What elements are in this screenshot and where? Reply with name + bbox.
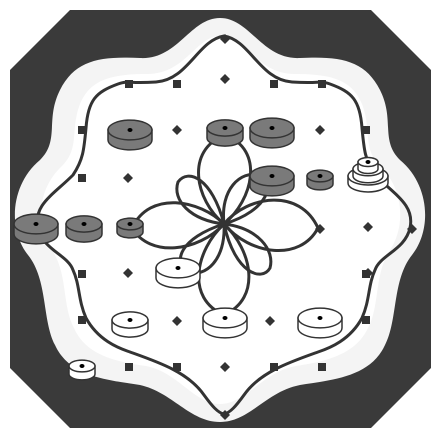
white-piece-small[interactable] xyxy=(69,360,95,380)
piece-center-dot xyxy=(318,316,323,320)
gray-piece-large[interactable] xyxy=(250,118,294,148)
white-piece-large[interactable] xyxy=(156,258,200,288)
piece-center-dot xyxy=(80,364,85,368)
piece-center-dot xyxy=(318,174,323,178)
piece-center-dot xyxy=(128,222,133,226)
gray-piece-small[interactable] xyxy=(117,218,143,238)
gray-piece-large[interactable] xyxy=(14,214,58,244)
piece-center-dot xyxy=(366,160,371,164)
piece-center-dot xyxy=(176,266,181,270)
white-piece-large[interactable] xyxy=(203,308,247,338)
gray-piece-large[interactable] xyxy=(250,166,294,196)
gray-piece-small[interactable] xyxy=(307,170,333,190)
piece-center-dot xyxy=(34,222,39,226)
piece-center-dot xyxy=(270,126,275,130)
piece-center-dot xyxy=(128,128,133,132)
piece-center-dot xyxy=(128,318,133,322)
gray-piece-large[interactable] xyxy=(108,120,152,150)
piece-center-dot xyxy=(82,222,87,226)
piece-center-dot xyxy=(223,126,228,130)
gray-piece-large[interactable] xyxy=(207,120,243,146)
piece-center-dot xyxy=(270,174,275,178)
white-piece-large[interactable] xyxy=(298,308,342,338)
white-piece-medium[interactable] xyxy=(112,312,148,337)
gray-piece-medium[interactable] xyxy=(66,216,102,242)
piece-center-dot xyxy=(223,316,228,320)
